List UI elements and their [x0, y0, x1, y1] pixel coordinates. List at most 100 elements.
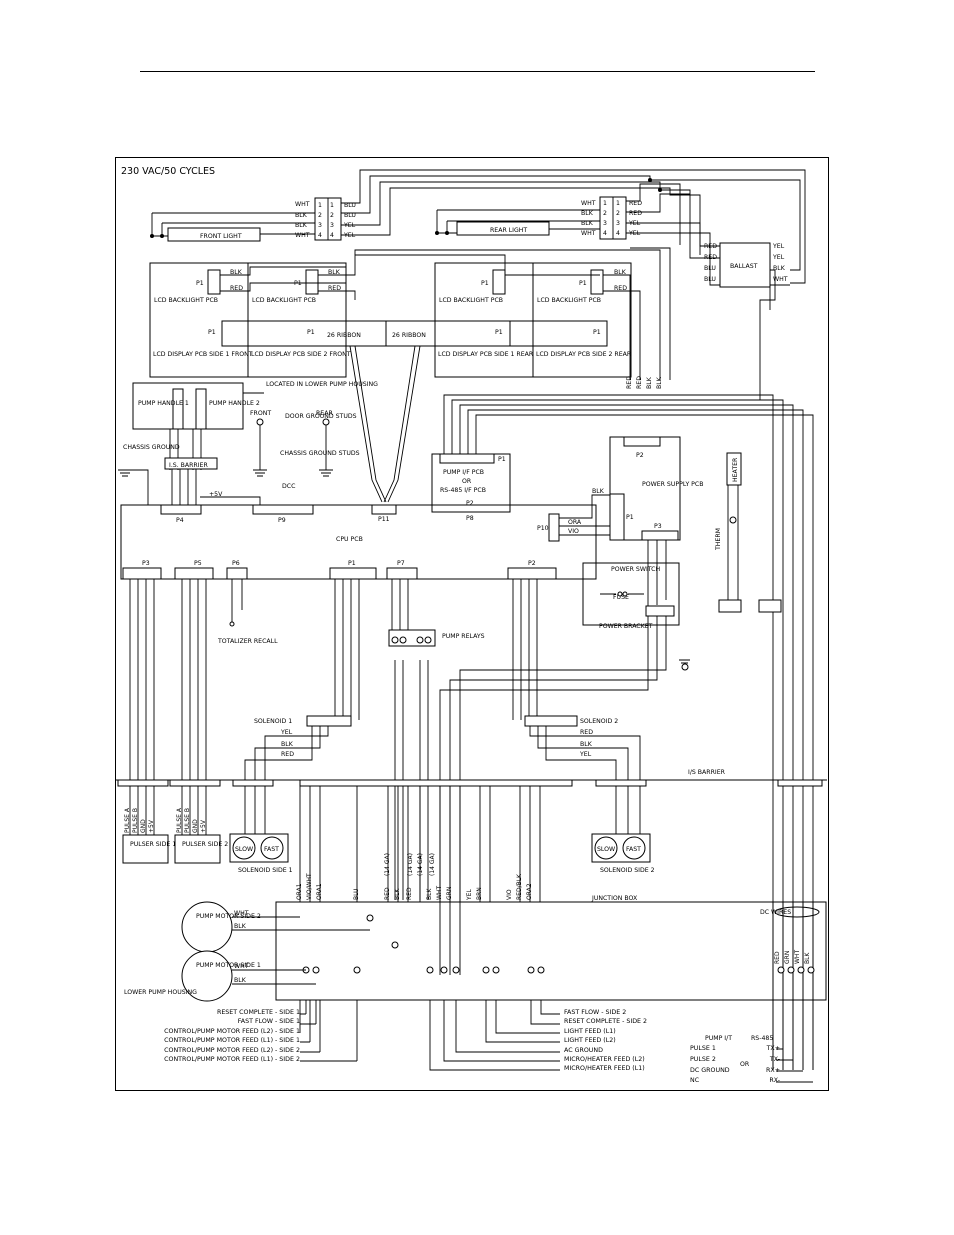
slow-label: SLOW — [235, 846, 253, 853]
connector-label: P3 — [142, 560, 150, 567]
fast-label: FAST — [264, 846, 279, 853]
connector-label: P3 — [654, 523, 662, 530]
connector-label: P7 — [397, 560, 405, 567]
wire-label: RED — [704, 254, 717, 261]
dc-signal-alt: RX- — [769, 1077, 780, 1085]
door-ground-studs-label: DOOR GROUND STUDS — [285, 413, 357, 420]
solenoid-1-label: SOLENOID 1 — [254, 718, 292, 725]
jbox-label: AC GROUND — [564, 1046, 603, 1054]
lcd-backlight-label: LCD BACKLIGHT PCB — [439, 297, 503, 304]
wire-label: BLU — [704, 276, 716, 283]
pulser-pin: PULSE B — [132, 808, 139, 833]
solenoid-valves: SLOW FAST SOLENOID SIDE 1 SLOW FAST SOLE… — [229, 786, 655, 874]
power-bracket: POWER SWITCH FUSE POWER BRACKET — [439, 562, 782, 975]
fast-label: FAST — [626, 846, 641, 853]
ballast-label: BALLAST — [730, 263, 758, 270]
connector-label: P5 — [194, 560, 202, 567]
ribbon-label: 26 RIBBON — [327, 332, 361, 339]
wire-label: YEL — [579, 751, 592, 758]
svg-text:2: 2 — [330, 212, 334, 219]
wire-label: RED — [230, 285, 243, 292]
pulser-pin: GND — [192, 819, 199, 833]
pump-motors: PUMP MOTOR SIDE 2 PUMP MOTOR SIDE 1 WHT … — [124, 901, 370, 1002]
wire-label: BLK — [281, 741, 294, 748]
wire-label: BLU — [353, 888, 360, 900]
solenoid-blocks: SOLENOID 1 SOLENOID 2 YEL BLK RED RED BL… — [244, 715, 641, 785]
svg-text:P1: P1 — [481, 280, 489, 287]
wire-label: BLK — [234, 977, 247, 984]
wire-label: ORA2 — [526, 883, 533, 900]
wire-label: BLK — [581, 210, 594, 217]
wire-label: YEL — [466, 889, 473, 900]
wire-label: ORA1 — [316, 883, 323, 900]
wire-label: BLK — [580, 741, 593, 748]
wire-label: VIO/WHT — [306, 873, 313, 900]
wire-label: VIO — [568, 528, 579, 535]
wire-label: BLU — [344, 202, 356, 209]
jbox-label: MICRO/HEATER FEED (L2) — [564, 1056, 645, 1064]
jbox-label: CONTROL/PUMP MOTOR FEED (L1) - SIDE 1 — [164, 1037, 300, 1045]
power-bracket-label: POWER BRACKET — [599, 623, 653, 630]
jbox-label: CONTROL/PUMP MOTOR FEED (L2) - SIDE 2 — [164, 1046, 300, 1054]
connector-label: P1 — [626, 514, 634, 521]
jbox-label: RESET COMPLETE - SIDE 1 — [216, 1009, 300, 1016]
wire-label: GRN — [446, 886, 453, 900]
connector-label: P1 — [498, 456, 506, 463]
dc-signal: PULSE 2 — [690, 1055, 716, 1063]
wire-label: WHT — [794, 949, 801, 964]
svg-text:P1: P1 — [495, 329, 503, 336]
connector-label: P2 — [528, 560, 536, 567]
junction-box-label: JUNCTION BOX — [591, 895, 638, 902]
front-light-label: FRONT LIGHT — [200, 233, 242, 240]
wire-label: RED — [704, 243, 717, 250]
solenoid-side-2-label: SOLENOID SIDE 2 — [600, 867, 655, 874]
lcd-boards: P1 P1 P1 P1 26 RIBBON 26 RIBBON LCD BACK… — [149, 247, 671, 503]
jbox-label: LIGHT FEED (L2) — [564, 1037, 616, 1045]
wire-label: YEL — [772, 243, 785, 250]
power-supply-label: POWER SUPPLY PCB — [642, 481, 703, 488]
wire-label: YEL — [343, 232, 356, 239]
dc-signal-table: PUMP I/T RS-485 OR — [705, 1035, 813, 1083]
svg-text:2: 2 — [603, 210, 607, 217]
wire-label: BLU — [344, 212, 356, 219]
svg-text:P1: P1 — [307, 329, 315, 336]
wire-label: BLK — [592, 488, 605, 495]
chassis-ground-studs-label: CHASSIS GROUND STUDS — [280, 450, 360, 457]
svg-text:4: 4 — [318, 232, 322, 239]
wire-label: ORA1 — [296, 883, 303, 900]
wire-label: YEL — [343, 222, 356, 229]
wire-label: WHT — [295, 201, 310, 208]
rear-light: REAR LIGHT WHT BLK BLK WHT RED RED YEL Y… — [435, 196, 642, 240]
wire-label: GRN — [784, 950, 791, 964]
wire-label: BLK — [646, 376, 653, 389]
svg-text:1: 1 — [603, 200, 607, 207]
is-barrier-line: I/S BARRIER — [116, 769, 827, 787]
dc-table-row: PULSE 1 TX+ — [690, 1044, 780, 1055]
connector-label: P1 — [348, 560, 356, 567]
wire-label: RED — [281, 751, 294, 758]
wire-label: BLK — [295, 212, 308, 219]
slow-label: SLOW — [597, 846, 615, 853]
wire-label: BLK — [230, 269, 243, 276]
pulser-pin: +5V — [148, 820, 155, 833]
is-barrier: I.S. BARRIER +5V DCC — [164, 457, 295, 505]
chassis-ground-label: CHASSIS GROUND — [123, 444, 180, 451]
diagram-frame — [115, 157, 829, 1091]
dc-table-rows: PULSE 1 TX+ PULSE 2 TX- DC GROUND RX+ NC… — [690, 1044, 780, 1087]
wire-label: RED — [626, 376, 633, 389]
pulser-pin: GND — [140, 819, 147, 833]
jbox-label: FAST FLOW - SIDE 2 — [564, 1009, 627, 1016]
svg-text:1: 1 — [330, 202, 334, 209]
jbox-label: CONTROL/PUMP MOTOR FEED (L1) - SIDE 2 — [164, 1056, 300, 1064]
dcc-label: DCC — [282, 483, 295, 490]
wire-label: BLK — [656, 376, 663, 389]
jbox-left-labels: RESET COMPLETE - SIDE 1 FAST FLOW - SIDE… — [124, 1008, 300, 1064]
connector-label: P8 — [466, 515, 474, 522]
located-in-label: LOCATED IN LOWER PUMP HOUSING — [266, 381, 378, 388]
pump-motor-2-label: PUMP MOTOR SIDE 2 — [196, 913, 261, 920]
dc-table-row: PULSE 2 TX- — [690, 1055, 780, 1066]
svg-text:3: 3 — [330, 222, 334, 229]
svg-text:4: 4 — [603, 230, 607, 237]
jbox-label: LIGHT FEED (L1) — [564, 1027, 616, 1035]
svg-text:P1: P1 — [208, 329, 216, 336]
